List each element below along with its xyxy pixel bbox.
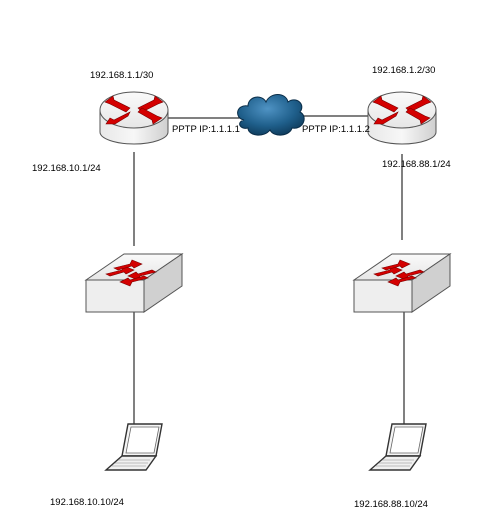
connections [133,115,405,430]
router1-pptp-ip: PPTP IP:1.1.1.1 [172,124,240,135]
switch-icon [353,253,451,313]
laptop-icon [105,423,163,471]
router2-pptp-ip: PPTP IP:1.1.1.2 [302,124,370,135]
router2-wan-ip: 192.168.1.2/30 [372,65,435,76]
pc1-ip: 192.168.10.10/24 [50,497,124,508]
router2-lan-ip: 192.168.88.1/24 [382,159,451,170]
cloud-icon [237,94,305,136]
laptop-icon [369,423,427,471]
switch-icon [85,253,183,313]
router-icon [99,91,169,145]
router-icon [367,91,437,145]
pc2-ip: 192.168.88.10/24 [354,499,428,510]
router1-lan-ip: 192.168.10.1/24 [32,163,101,174]
router1-wan-ip: 192.168.1.1/30 [90,70,153,81]
